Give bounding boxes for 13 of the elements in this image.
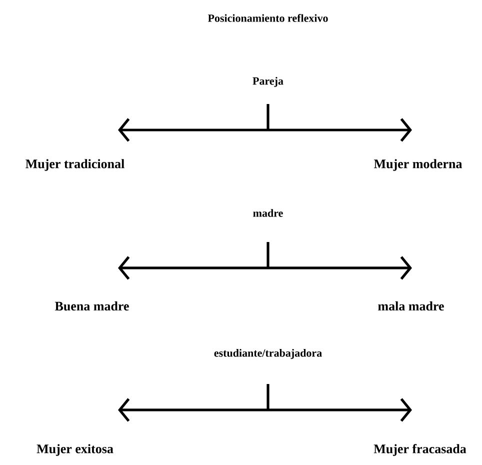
axis-heading: madre — [253, 209, 283, 217]
pole-label: mala madre — [378, 301, 444, 311]
double-arrow — [118, 256, 412, 280]
double-arrow — [118, 398, 412, 422]
title: Posicionamiento reflexivo — [208, 14, 328, 22]
axis-heading: Pareja — [252, 77, 284, 87]
pole-label: Mujer tradicional — [26, 159, 124, 171]
pole-label: Buena madre — [54, 301, 129, 311]
pole-label: Mujer moderna — [374, 159, 462, 171]
pole-label: Mujer fracasada — [374, 444, 466, 456]
double-arrow — [118, 118, 412, 142]
axis-heading: estudiante/trabajadora — [214, 349, 322, 359]
pole-label: Mujer exitosa — [36, 444, 114, 456]
